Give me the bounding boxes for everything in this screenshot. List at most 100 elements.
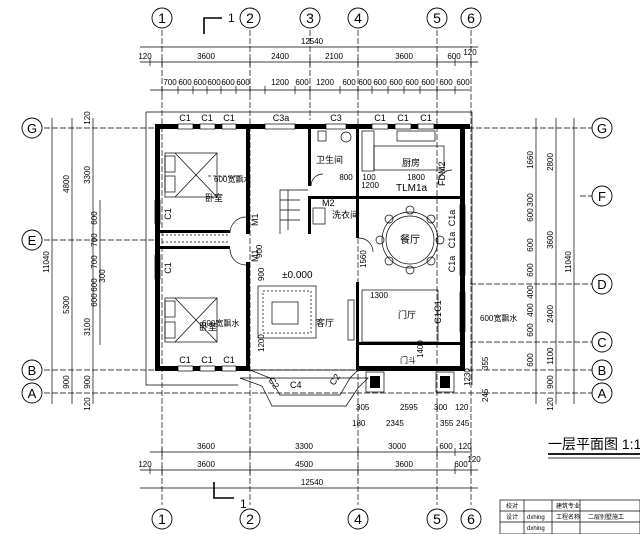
svg-text:120: 120: [138, 52, 152, 61]
svg-text:2800: 2800: [546, 153, 555, 171]
svg-text:5300: 5300: [62, 296, 71, 314]
svg-text:3600: 3600: [546, 231, 555, 249]
window-tag: C1: [201, 113, 213, 123]
svg-text:245: 245: [456, 419, 470, 428]
svg-text:600: 600: [295, 78, 309, 87]
svg-text:设计: 设计: [506, 513, 518, 521]
svg-text:800: 800: [339, 173, 353, 182]
svg-text:245: 245: [481, 388, 490, 402]
door-tag: M1: [250, 249, 260, 262]
window-tag: C3: [330, 113, 342, 123]
axis-bubbles-left: G E B A: [21, 117, 43, 404]
room-label: 餐厅: [400, 233, 420, 246]
svg-text:12540: 12540: [301, 37, 324, 46]
svg-text:600: 600: [90, 293, 99, 307]
windows-bottom: C1 C1 C1: [177, 355, 237, 372]
svg-text:300: 300: [526, 193, 535, 207]
axis-label: A: [598, 386, 607, 401]
stair: [279, 189, 308, 234]
bathroom: 卫生间: [316, 130, 352, 165]
room-label: 厨房: [402, 157, 420, 168]
svg-text:1800: 1800: [407, 173, 425, 182]
svg-text:11040: 11040: [564, 251, 573, 273]
svg-text:4800: 4800: [62, 175, 71, 193]
window-tag: C1: [201, 355, 213, 365]
foyer: 门厅 1300 1560 1400 门斗: [359, 250, 439, 365]
roof-outline: [145, 111, 473, 386]
axis-label: F: [598, 189, 606, 204]
room-label: 卧室: [205, 192, 223, 203]
svg-text:600: 600: [439, 442, 453, 451]
window-tag: C1: [420, 113, 432, 123]
section-mark-bottom: 1: [213, 482, 247, 511]
svg-text:600: 600: [373, 78, 387, 87]
room-label: 客厅: [316, 317, 334, 328]
section-mark-top: 1: [203, 11, 235, 34]
svg-text:700: 700: [163, 78, 177, 87]
axis-label: E: [28, 233, 37, 248]
svg-text:100: 100: [362, 173, 376, 182]
room-label: 门斗: [400, 355, 416, 365]
living-room: 客厅 ±0.000 900 1200 900: [255, 244, 355, 352]
svg-text:300: 300: [434, 403, 448, 412]
axis-label: 5: [433, 511, 441, 527]
axis-label: A: [28, 386, 37, 401]
interior-walls: [160, 128, 461, 370]
svg-text:600: 600: [454, 460, 468, 469]
axis-grid-horizontal: [44, 127, 592, 394]
dining-table: 餐厅: [375, 205, 445, 275]
svg-text:1560: 1560: [359, 250, 368, 268]
svg-text:600: 600: [526, 263, 535, 277]
svg-text:600: 600: [447, 52, 461, 61]
axis-label: 6: [467, 10, 475, 26]
bottom-dimensions: 3600 3300 3000 600 120 120 3600 4500 360…: [138, 442, 481, 489]
window-tag: C1: [397, 113, 409, 123]
entry-columns: [365, 371, 455, 393]
svg-text:900: 900: [83, 375, 92, 389]
axis-label: 1: [158, 10, 166, 26]
bedroom-top: 卧室: [164, 152, 242, 203]
svg-text:3600: 3600: [197, 460, 215, 469]
svg-text:600: 600: [405, 78, 419, 87]
svg-text:600: 600: [421, 78, 435, 87]
svg-text:2100: 2100: [325, 52, 343, 61]
svg-text:3000: 3000: [388, 442, 406, 451]
svg-text:700: 700: [90, 233, 99, 247]
axis-label: 4: [354, 511, 362, 527]
svg-text:120: 120: [463, 48, 477, 57]
svg-text:900: 900: [257, 267, 266, 281]
svg-text:3300: 3300: [295, 442, 313, 451]
svg-text:400: 400: [526, 303, 535, 317]
door-tag: TLM1a: [396, 183, 428, 194]
svg-text:3300: 3300: [83, 166, 92, 184]
window-tag: C1a: [447, 210, 457, 227]
axis-label: B: [598, 363, 607, 378]
svg-text:600宽飘水: 600宽飘水: [214, 174, 251, 184]
closets: [162, 234, 230, 243]
axis-label: G: [597, 121, 607, 136]
axis-label: 5: [433, 10, 441, 26]
svg-text:3600: 3600: [197, 52, 215, 61]
level-mark: ±0.000: [282, 270, 313, 281]
svg-text:600: 600: [526, 208, 535, 222]
axis-label: 4: [354, 10, 362, 26]
svg-text:600: 600: [236, 78, 250, 87]
svg-text:1200: 1200: [271, 78, 289, 87]
axis-label: G: [27, 121, 37, 136]
svg-text:3100: 3100: [83, 318, 92, 336]
svg-text:12540: 12540: [301, 478, 324, 487]
room-label: 门厅: [398, 309, 416, 320]
svg-text:900: 900: [546, 375, 555, 389]
svg-text:355: 355: [481, 356, 490, 370]
axis-bubbles-right: G F D C B A: [591, 117, 613, 404]
svg-text:2400: 2400: [546, 305, 555, 323]
room-label: 卧室: [199, 321, 217, 332]
svg-text:dxhing: dxhing: [527, 526, 545, 532]
svg-text:120: 120: [467, 455, 481, 464]
axis-bubbles-bottom: 1 2 4 5 6: [151, 508, 482, 530]
svg-text:2595: 2595: [400, 403, 418, 412]
window-tag: C4: [290, 380, 302, 390]
svg-text:2345: 2345: [386, 419, 404, 428]
svg-text:600: 600: [193, 78, 207, 87]
